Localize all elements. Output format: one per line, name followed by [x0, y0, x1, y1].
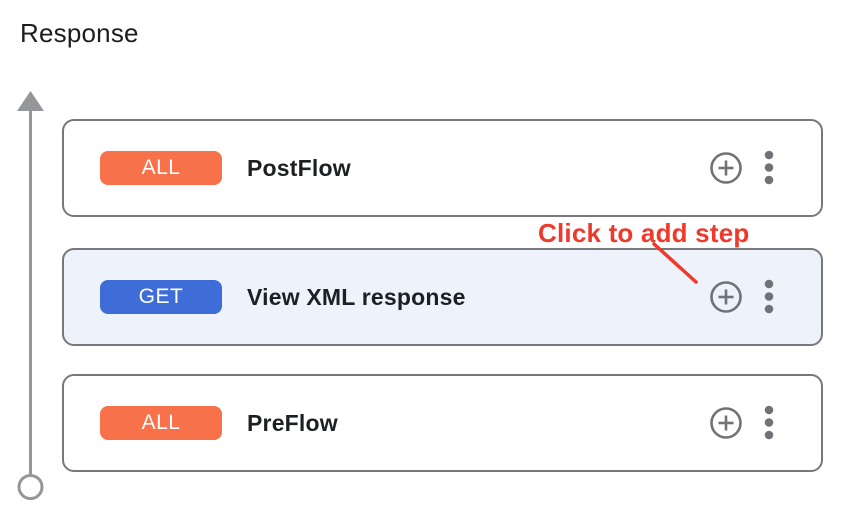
plus-circle-icon: [710, 281, 742, 313]
method-badge: GET: [100, 280, 222, 314]
more-options-button[interactable]: [764, 405, 774, 441]
flow-name: PreFlow: [247, 409, 338, 436]
annotation-click-to-add-step: Click to add step: [538, 218, 750, 248]
kebab-menu-icon: [764, 279, 774, 314]
flow-card-preflow[interactable]: ALL PreFlow: [62, 374, 823, 472]
method-badge: ALL: [100, 151, 222, 185]
plus-circle-icon: [710, 152, 742, 184]
add-step-button[interactable]: [709, 406, 743, 440]
flow-name: View XML response: [247, 283, 466, 310]
section-title: Response: [20, 18, 139, 48]
flow-card-view-xml-response[interactable]: GET View XML response: [62, 248, 823, 346]
add-step-button[interactable]: [709, 280, 743, 314]
flow-direction-up-arrow-icon: [17, 91, 44, 500]
kebab-menu-icon: [764, 405, 774, 440]
kebab-menu-icon: [764, 150, 774, 185]
flow-card-postflow[interactable]: ALL PostFlow: [62, 119, 823, 217]
method-badge: ALL: [100, 406, 222, 440]
plus-circle-icon: [710, 407, 742, 439]
more-options-button[interactable]: [764, 279, 774, 315]
flow-name: PostFlow: [247, 154, 351, 181]
add-step-button[interactable]: [709, 151, 743, 185]
more-options-button[interactable]: [764, 150, 774, 186]
